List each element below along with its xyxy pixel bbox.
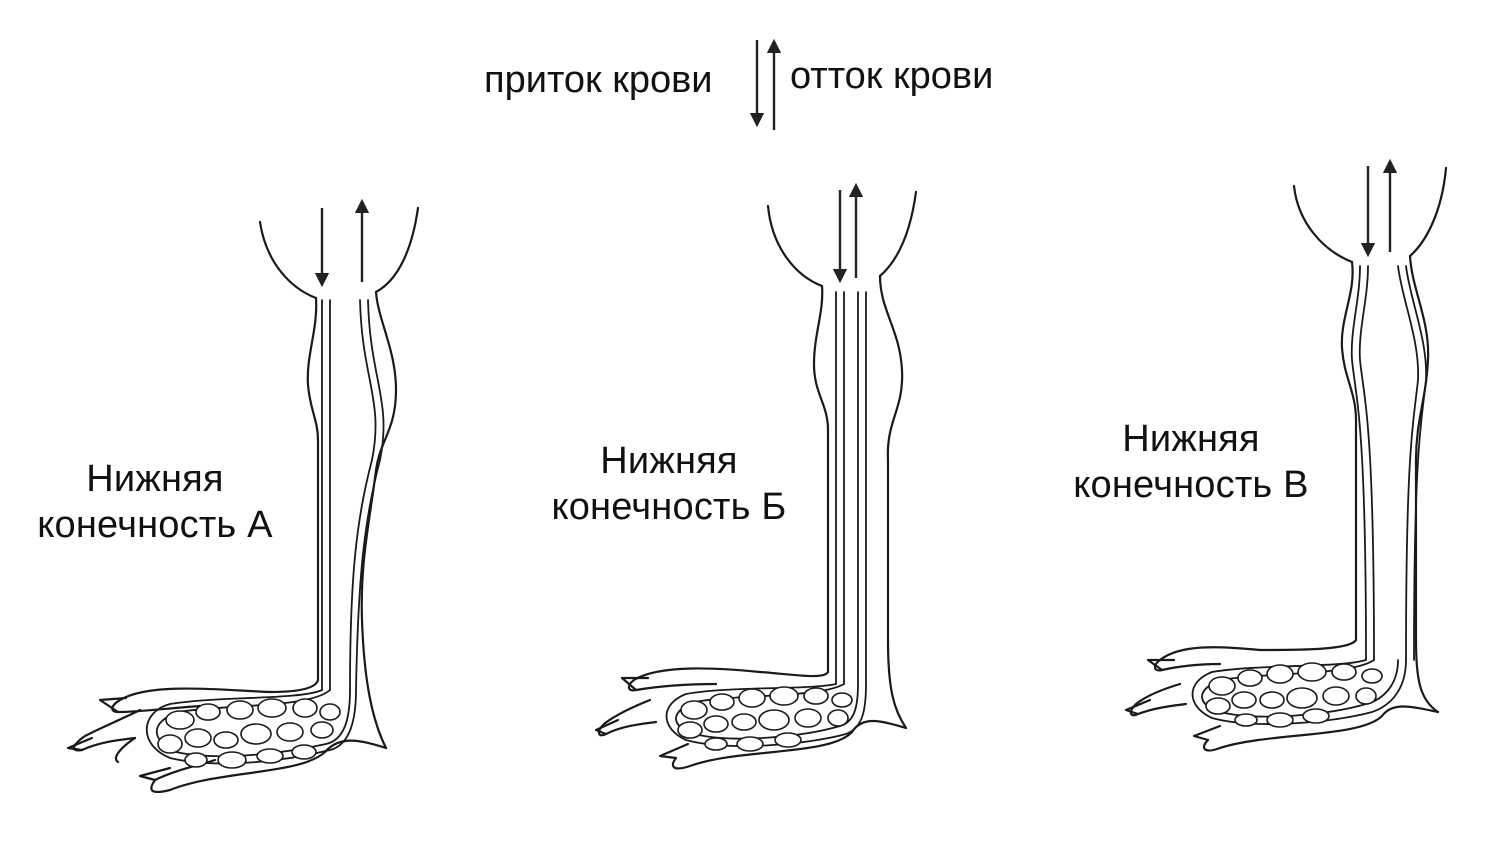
limb-b-cells [677,686,853,752]
limb-a-drawing [66,198,420,794]
limb-c-caption-line1: Нижняя [1122,418,1260,460]
limb-a-caption-line2: конечность А [37,504,273,546]
limb-a-caption: Нижняя конечность А [20,456,290,548]
limb-c-drawing [1124,158,1448,752]
limb-c-cells [1205,662,1383,728]
legend-outflow-label: отток крови [790,55,994,97]
limb-b-caption: Нижняя конечность Б [534,438,804,530]
limb-c-caption: Нижняя конечность В [1056,416,1326,508]
limb-b-drawing [594,182,918,770]
limb-a-cells [157,698,341,769]
limb-b-caption-line2: конечность Б [551,486,787,528]
legend-inflow-label: приток крови [484,59,713,101]
limb-b-caption-line1: Нижняя [600,440,738,482]
limb-a-caption-line1: Нижняя [86,458,224,500]
legend-arrows [749,38,782,130]
limb-c-caption-line2: конечность В [1073,464,1309,506]
